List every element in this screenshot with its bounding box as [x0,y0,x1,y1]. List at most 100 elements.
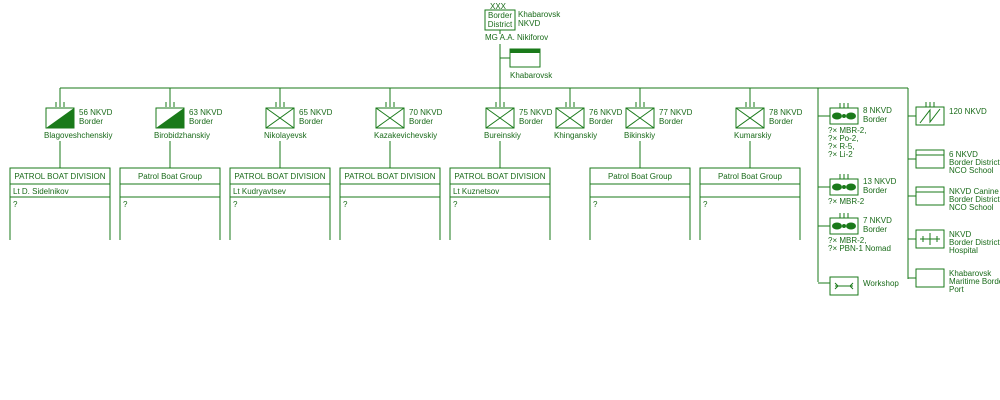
boat-unit-commander-box [229,183,331,198]
detachment-title: Border [769,117,793,126]
support-name: Border District [949,195,1000,204]
aviation-title: 8 NKVD [863,106,892,115]
boat-unit-commander-box [589,183,691,198]
detachment-title: 78 NKVD [769,108,803,117]
detachment-name: Blagoveshchenskiy [44,131,112,140]
aircraft-wing [832,222,842,230]
support-name: Maritime Border [949,277,1000,286]
hq-echelon: XXX [490,2,507,11]
support-name: NCO School [949,166,994,175]
boat-unit-77: Patrol Boat Group? [589,167,691,240]
detachment-title: 75 NKVD [519,108,553,117]
infantry-cross [625,107,655,129]
support-name: 120 NKVD [949,107,987,116]
boat-unit-content: ? [123,200,128,209]
wrench-icon [834,282,854,290]
aircraft-body [842,224,846,228]
aircraft-wing [846,183,856,191]
detachment-title: 65 NKVD [299,108,333,117]
aircraft-wing [846,112,856,120]
boat-unit-75: PATROL BOAT DIVISION Lt Kuznetsov? [449,167,551,240]
hq-name: Khabarovsk [518,10,561,19]
boat-unit-65: PATROL BOAT DIVISION Lt Kudryavtsev? [229,167,331,240]
boat-unit-commander-box [449,183,551,198]
detachment-title: Border [299,117,323,126]
detachment-title: 70 NKVD [409,108,443,117]
boat-unit-title: Patrol Boat Group [138,172,203,181]
support-name: NCO School [949,203,994,212]
boat-unit-title: PATROL BOAT DIVISION [344,172,435,181]
boat-unit-commander-box [339,183,441,198]
aircraft-entry: ?× MBR-2, [828,126,866,135]
support-symbol [915,186,945,206]
detachment-title: Border [659,117,683,126]
aircraft-body [842,185,846,189]
boat-unit-title: PATROL BOAT DIVISION [234,172,325,181]
aviation-title: 13 NKVD [863,177,897,186]
workshop-label: Workshop [863,279,899,288]
aviation-title: 7 NKVD [863,216,892,225]
detachment-title: Border [79,117,103,126]
detachment-name: Kazakevichevskiy [374,131,437,140]
aircraft-entry: ?× Li-2 [828,150,853,159]
detachment-name: Kumarskiy [734,131,771,140]
boat-unit-content: ? [453,200,458,209]
aircraft-wing [832,112,842,120]
aircraft-entry: ?× Po-2, [828,134,858,143]
aviation-title: Border [863,115,887,124]
boat-unit-commander: Lt Kudryavtsev [233,187,286,196]
infantry-cross [265,107,295,129]
support-name: 6 NKVD [949,150,978,159]
hq-name: NKVD [518,19,540,28]
boat-unit-commander: Lt Kuznetsov [453,187,499,196]
detachment-name: Bureinskiy [484,131,521,140]
boat-unit-commander-box [699,183,801,198]
support-name: Port [949,285,964,294]
coastal-fill [46,108,74,128]
support-name: Khabarovsk [949,269,992,278]
detachment-name: Khinganskiy [554,131,597,140]
boat-unit-commander-box [119,183,221,198]
boat-unit-title: Patrol Boat Group [608,172,673,181]
boat-unit-content: ? [233,200,238,209]
hq-commander: MG A.A. Nikiforov [485,33,548,42]
boat-unit-content: ? [593,200,598,209]
boat-unit-commander-box [9,183,111,198]
infantry-cross [375,107,405,129]
infantry-cross [555,107,585,129]
workshop-unit: Workshop [818,276,899,296]
boat-unit-content: ? [13,200,18,209]
infantry-cross [485,107,515,129]
detachment-title: 63 NKVD [189,108,223,117]
boat-unit-commander: Lt D. Sidelnikov [13,187,69,196]
support-unit-0: 120 NKVD [908,102,987,126]
boat-unit-title: Patrol Boat Group [718,172,783,181]
support-name: Hospital [949,246,978,255]
aviation-title: Border [863,186,887,195]
infantry-cross [735,107,765,129]
detachment-title: 56 NKVD [79,108,113,117]
coastal-fill [156,108,184,128]
aircraft-body [842,114,846,118]
detachment-title: Border [519,117,543,126]
boat-unit-title: PATROL BOAT DIVISION [454,172,545,181]
support-symbol [915,268,945,288]
boat-unit-70: PATROL BOAT DIVISION? [339,167,441,240]
aircraft-wing [832,183,842,191]
hq-location: Khabarovsk [510,71,553,80]
aircraft-entry: ?× PBN-1 Nomad [828,244,891,253]
